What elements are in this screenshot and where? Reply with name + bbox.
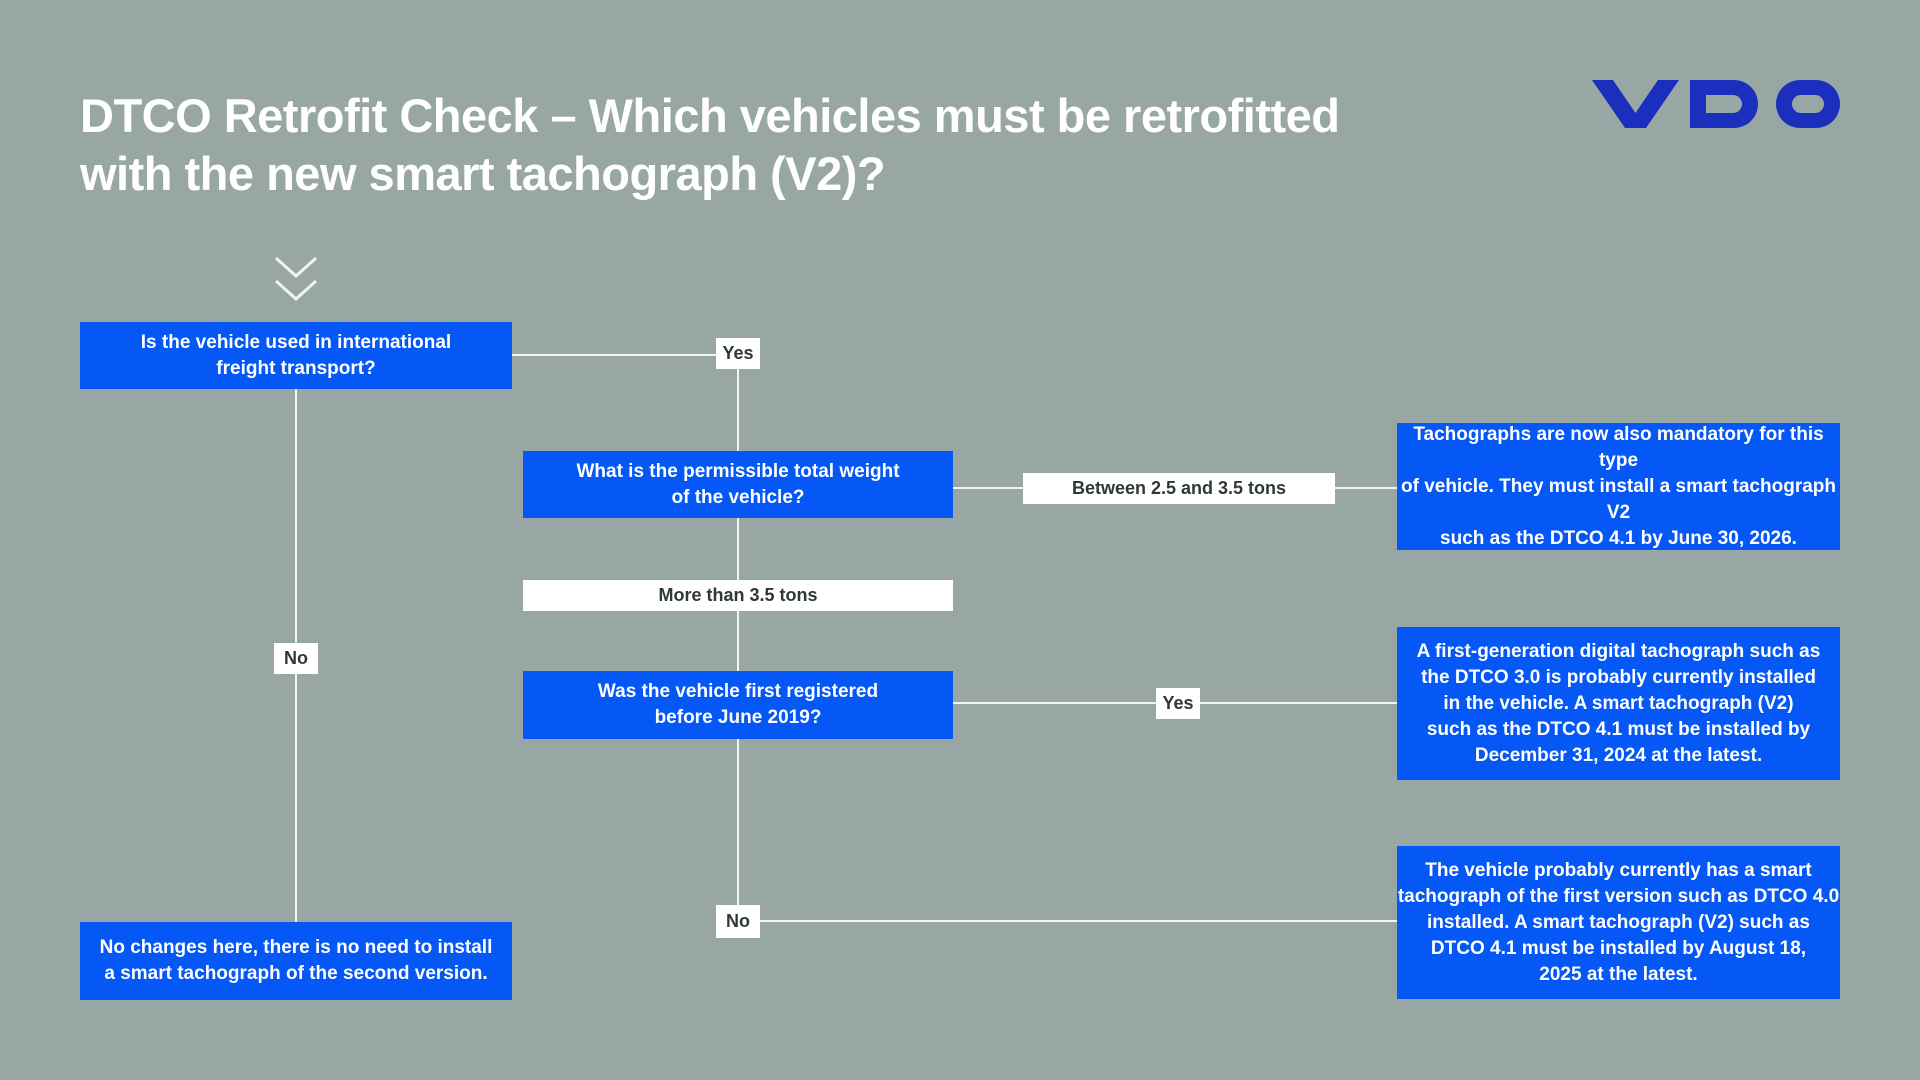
result-text-line: such as the DTCO 4.1 must be installed b… <box>1426 718 1811 740</box>
result-box-no-changes: No changes here, there is no need to ins… <box>80 922 512 1000</box>
vdo-logo-letter-d-hole <box>1706 95 1742 113</box>
connector-between-to-result1 <box>1335 487 1397 489</box>
vdo-logo <box>1592 80 1840 128</box>
result-text-line: Tachographs are now also mandatory for t… <box>1413 423 1824 471</box>
result-text-line: of vehicle. They must install a smart ta… <box>1400 475 1836 523</box>
question-text-line: before June 2019? <box>654 707 822 728</box>
connector-vertical-spine <box>737 368 739 906</box>
answer-label-yes-top: Yes <box>716 338 760 369</box>
result-text-line: The vehicle probably currently has a sma… <box>1425 859 1812 881</box>
answer-label-no-bottom: No <box>716 905 760 938</box>
page-title: DTCO Retrofit Check – Which vehicles mus… <box>80 87 1340 203</box>
page-title-line1: DTCO Retrofit Check – Which vehicles mus… <box>80 89 1340 143</box>
result-box-registered-before-2019: A first-generation digital tachograph su… <box>1397 627 1840 780</box>
connector-yes-to-result2 <box>1200 702 1397 704</box>
answer-label-yes-mid: Yes <box>1156 688 1200 719</box>
result-text-line: installed. A smart tachograph (V2) such … <box>1427 911 1810 933</box>
question-text-line: of the vehicle? <box>671 486 805 508</box>
result-text-line: a smart tachograph of the second version… <box>104 963 488 984</box>
result-text-line: No changes here, there is no need to ins… <box>99 937 493 958</box>
connector-no-to-result3 <box>758 920 1397 922</box>
chevron-down-icon <box>274 256 318 302</box>
question-text-line: Is the vehicle used in international <box>140 331 452 353</box>
result-text-line: such as the DTCO 4.1 by June 30, 2026. <box>1440 527 1797 549</box>
question-box-first-registered: Was the vehicle first registered before … <box>523 671 953 739</box>
connector-q2-to-between <box>953 487 1023 489</box>
answer-label-more-tons: More than 3.5 tons <box>523 580 953 611</box>
result-text-line: December 31, 2024 at the latest. <box>1474 744 1763 766</box>
question-box-permissible-weight: What is the permissible total weight of … <box>523 451 953 518</box>
result-text-line: tachograph of the first version such as … <box>1397 885 1840 907</box>
result-text-line: the DTCO 3.0 is probably currently insta… <box>1421 666 1816 688</box>
question-box-international-freight: Is the vehicle used in international fre… <box>80 322 512 389</box>
result-text-line: in the vehicle. A smart tachograph (V2) <box>1443 692 1794 714</box>
result-text-line: A first-generation digital tachograph su… <box>1416 640 1821 662</box>
vdo-logo-letter-v <box>1592 80 1679 128</box>
result-text-line: DTCO 4.1 must be installed by August 18, <box>1430 937 1807 959</box>
page-title-line2: with the new smart tachograph (V2)? <box>80 147 886 201</box>
connector-q3-to-yes <box>953 702 1156 704</box>
question-text-line: freight transport? <box>216 357 376 379</box>
result-box-between-weight: Tachographs are now also mandatory for t… <box>1397 423 1840 550</box>
vdo-logo-letter-o-hole <box>1792 95 1824 113</box>
answer-label-no-left: No <box>274 643 318 674</box>
connector-q1-to-yes <box>512 354 716 356</box>
result-text-line: 2025 at the latest. <box>1539 963 1698 985</box>
result-box-registered-after-2019: The vehicle probably currently has a sma… <box>1397 846 1840 999</box>
question-text-line: What is the permissible total weight <box>576 460 900 482</box>
answer-label-between-tons: Between 2.5 and 3.5 tons <box>1023 473 1335 504</box>
question-text-line: Was the vehicle first registered <box>597 681 879 702</box>
